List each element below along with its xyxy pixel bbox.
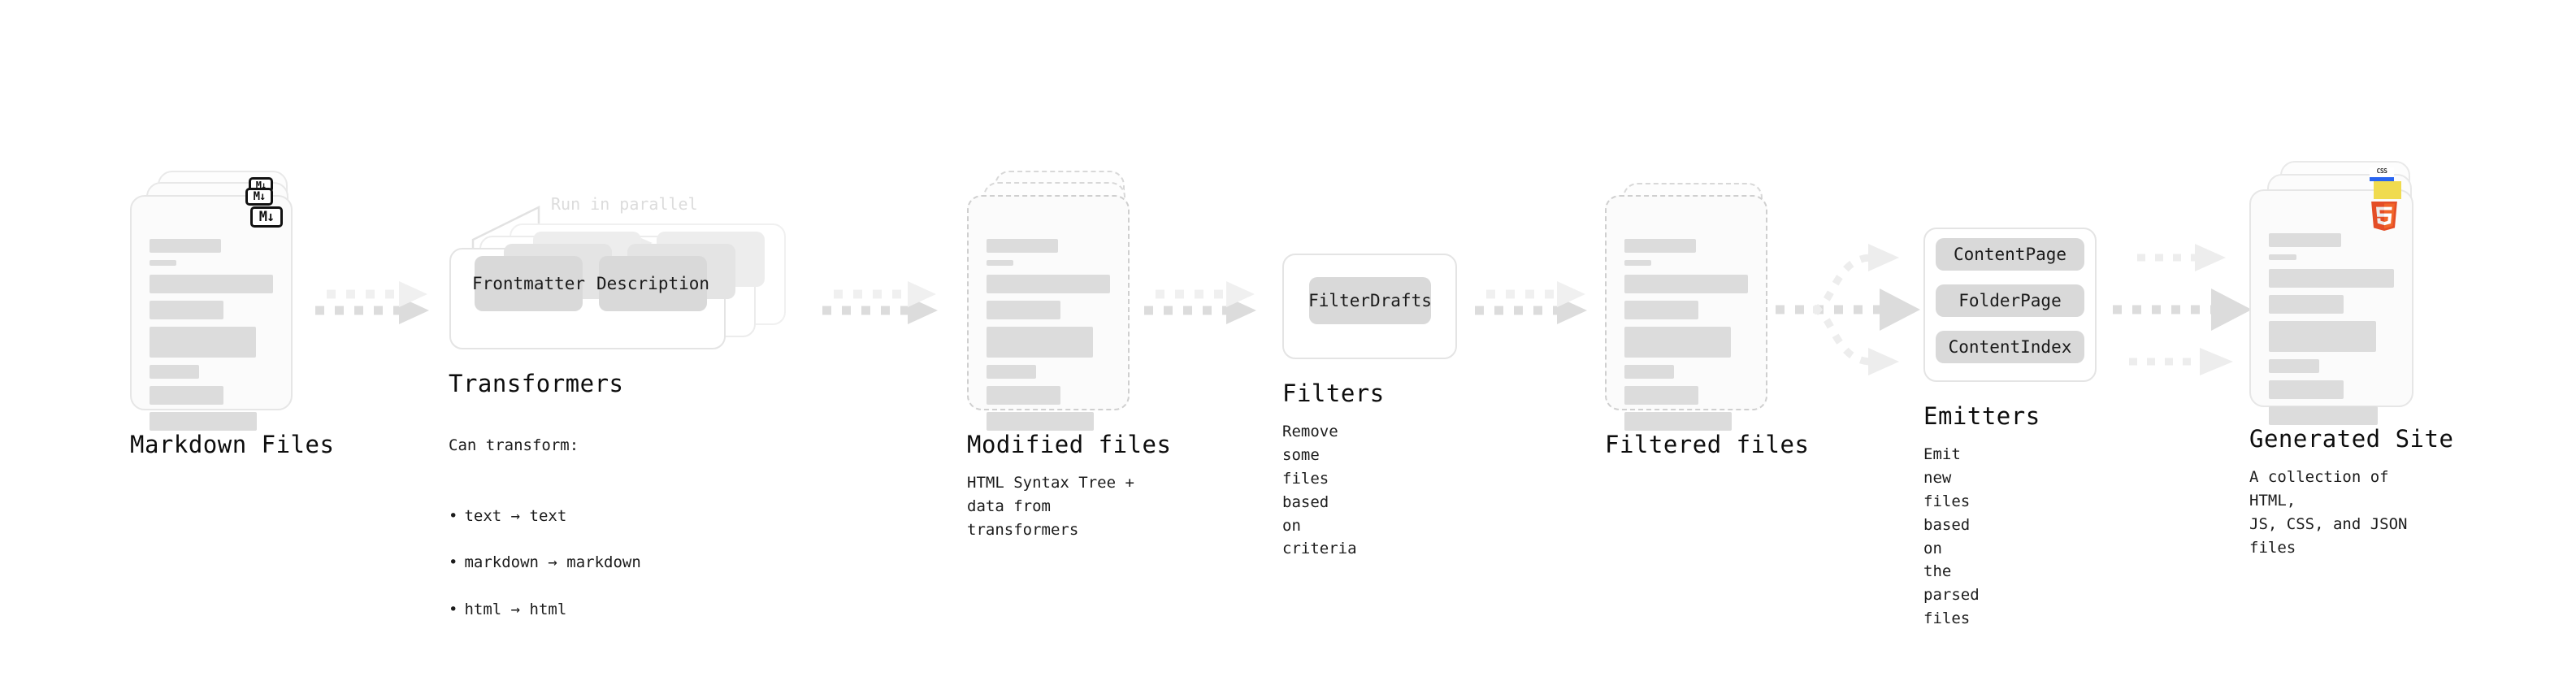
skeleton-bar: [987, 301, 1061, 319]
skeleton-bar: [2269, 359, 2319, 373]
transformer-pill-frontmatter[interactable]: Frontmatter: [472, 256, 585, 311]
skeleton-bar: [1624, 327, 1731, 358]
skeleton-bar: [987, 275, 1110, 293]
run-in-parallel-label: Run in parallel: [551, 194, 698, 214]
skeleton-bar: [1624, 301, 1699, 319]
skeleton-bar: [2269, 380, 2344, 399]
transformers-bullet: html → html: [449, 598, 641, 622]
modified-files-title: Modified files: [967, 431, 1172, 458]
transformers-bullet: text → text: [449, 505, 641, 528]
filters-pill-filterdrafts[interactable]: FilterDrafts: [1308, 277, 1432, 324]
stage-markdown-files: M↓ M↓ M↓ Markdown Files: [130, 171, 334, 458]
skeleton-bar: [1624, 239, 1697, 253]
emitters-pill-folderpage[interactable]: FolderPage: [1936, 284, 2084, 317]
stage-modified-files: Modified files HTML Syntax Tree + data f…: [967, 171, 1171, 539]
skeleton-bar: [150, 327, 256, 358]
transformers-desc-line: Can transform:: [449, 436, 579, 454]
skeleton-bar: [1624, 365, 1674, 379]
html5-icon: [2371, 202, 2397, 231]
skeleton-bar: [987, 260, 1014, 266]
modified-card-front: [967, 195, 1130, 431]
js-icon: [2374, 181, 2401, 199]
skeleton-bar: [987, 239, 1059, 253]
modified-card-skeleton: [987, 239, 1110, 438]
connector-emitters-to-site: [2113, 244, 2252, 375]
skeleton-bar: [1624, 386, 1699, 405]
connector-modified-to-filters: [1144, 281, 1256, 324]
skeleton-bar: [987, 327, 1093, 358]
connector-filters-to-filtered: [1475, 281, 1587, 324]
connector-markdown-to-transformers: [315, 281, 429, 324]
connector-transformers-to-modified: [822, 281, 938, 324]
skeleton-bar: [150, 260, 177, 266]
filtered-file-stack: [1605, 183, 1776, 431]
markdown-icon-back-1: M↓: [245, 188, 273, 206]
skeleton-bar: [1624, 412, 1733, 431]
skeleton-bar: [987, 386, 1061, 405]
skeleton-bar: [987, 412, 1095, 431]
emitters-pill-contentpage[interactable]: ContentPage: [1936, 238, 2084, 271]
filtered-card-skeleton: [1624, 239, 1748, 438]
transformers-description: Can transform: text → text markdown → ma…: [449, 410, 641, 669]
transformers-bullet: markdown → markdown: [449, 551, 640, 575]
modified-files-description: HTML Syntax Tree + data from transformer…: [967, 474, 1134, 539]
modified-file-stack: [967, 171, 1138, 431]
filters-title: Filters: [1282, 380, 1385, 407]
transformer-pill-description[interactable]: Description: [596, 256, 709, 311]
skeleton-bar: [2269, 295, 2344, 314]
site-card-skeleton: [2269, 233, 2394, 432]
filtered-card-front: [1605, 195, 1767, 431]
markdown-file-stack: M↓ M↓ M↓: [130, 171, 301, 431]
generated-site-stack: CSS: [2249, 161, 2424, 425]
skeleton-bar: [2269, 321, 2377, 352]
filtered-files-title: Filtered files: [1605, 431, 1810, 458]
markdown-card-skeleton: [150, 239, 273, 438]
generated-site-description: A collection of HTML, JS, CSS, and JSON …: [2249, 468, 2408, 557]
emitters-title: Emitters: [1923, 402, 2040, 430]
skeleton-bar: [987, 365, 1036, 379]
emitters-description: Emit new files based on the parsed files: [1923, 445, 1980, 628]
transformers-bullet-list: text → text markdown → markdown html → h…: [449, 481, 641, 645]
skeleton-bar: [2269, 233, 2342, 247]
skeleton-bar: [150, 412, 258, 431]
skeleton-bar: [150, 365, 199, 379]
skeleton-bar: [150, 386, 224, 405]
markdown-card-front: M↓: [130, 195, 293, 431]
skeleton-bar: [1624, 260, 1652, 266]
transformers-title: Transformers: [449, 370, 624, 397]
connector-filtered-to-emitters: [1776, 244, 1920, 375]
generated-site-title: Generated Site: [2249, 425, 2454, 453]
markdown-files-title: Markdown Files: [130, 431, 335, 458]
stage-filtered-files: Filtered files: [1605, 183, 1809, 458]
skeleton-bar: [2269, 406, 2378, 425]
site-card-front: [2249, 189, 2413, 425]
skeleton-bar: [2269, 269, 2394, 288]
skeleton-bar: [150, 301, 224, 319]
css-icon: CSS: [2370, 167, 2394, 181]
skeleton-bar: [150, 275, 273, 293]
skeleton-bar: [1624, 275, 1748, 293]
markdown-icon: M↓: [250, 206, 283, 228]
skeleton-bar: [2269, 254, 2296, 260]
filters-description: Remove some files based on criteria: [1282, 423, 1357, 558]
skeleton-bar: [150, 239, 222, 253]
stage-generated-site: CSS: [2249, 161, 2453, 557]
emitters-pill-contentindex[interactable]: ContentIndex: [1936, 331, 2084, 363]
